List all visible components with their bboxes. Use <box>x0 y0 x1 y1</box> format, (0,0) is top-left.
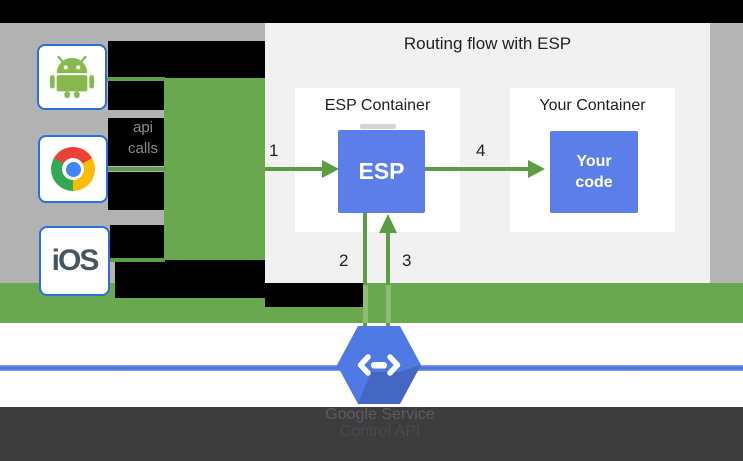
mask-rect <box>108 81 164 110</box>
chrome-client-box <box>38 135 108 203</box>
api-calls-label: api calls <box>117 117 169 159</box>
mask-rect <box>108 41 265 78</box>
arrow-1-line <box>265 167 323 171</box>
arrow-3-head-icon <box>379 214 397 233</box>
masked-artifact <box>360 124 396 129</box>
step-1-label: 1 <box>269 141 279 160</box>
chrome-browser-icon <box>51 147 95 191</box>
arrow-1-head-icon <box>322 160 339 178</box>
mask-rect <box>108 172 164 210</box>
arrow-4-line <box>425 167 529 171</box>
your-code-box: Your code <box>550 131 638 213</box>
mask-rect <box>115 260 265 298</box>
bottom-dark-bar <box>0 407 743 461</box>
arrow-3-line <box>386 233 390 285</box>
right-gray-strip <box>710 23 743 283</box>
ios-connector-line <box>110 258 165 262</box>
step-3-label: 3 <box>402 251 412 270</box>
chrome-core <box>65 161 81 177</box>
cloud-endpoints-hexagon-icon <box>337 326 421 404</box>
top-black-bar <box>0 0 743 23</box>
step-2-label: 2 <box>339 251 349 270</box>
service-label-line1: Google Service <box>325 406 435 423</box>
mask-rect <box>108 118 164 166</box>
ios-label: iOS <box>51 244 100 277</box>
android-robot-icon <box>49 55 95 99</box>
esp-container-label: ESP Container <box>324 97 431 114</box>
panel-title: Routing flow with ESP <box>403 34 572 53</box>
api-calls-line1: api <box>132 119 154 136</box>
android-connector-line <box>107 77 165 81</box>
api-calls-line2: calls <box>127 140 158 157</box>
arrow-3-line-over-bar <box>386 285 391 323</box>
arrow-2-line-over-bar <box>363 285 368 323</box>
service-label: Google Service Control API <box>180 406 580 440</box>
mask-rect <box>110 225 164 258</box>
mask-rect <box>265 283 363 307</box>
arrow-2-line <box>363 213 367 285</box>
green-horizontal-bar <box>0 283 743 323</box>
android-client-box <box>37 44 107 110</box>
esp-box: ESP <box>338 130 425 213</box>
service-label-line2: Control API <box>339 423 421 440</box>
arrow-4-head-icon <box>528 160 545 178</box>
chrome-connector-line <box>107 167 165 171</box>
green-vertical-bar <box>164 78 265 285</box>
ios-client-box: iOS <box>39 226 110 296</box>
step-4-label: 4 <box>476 141 486 160</box>
your-container-label: Your Container <box>539 97 646 114</box>
arrow-2-line-tail <box>363 323 367 328</box>
arrow-3-line-tail <box>386 323 390 328</box>
